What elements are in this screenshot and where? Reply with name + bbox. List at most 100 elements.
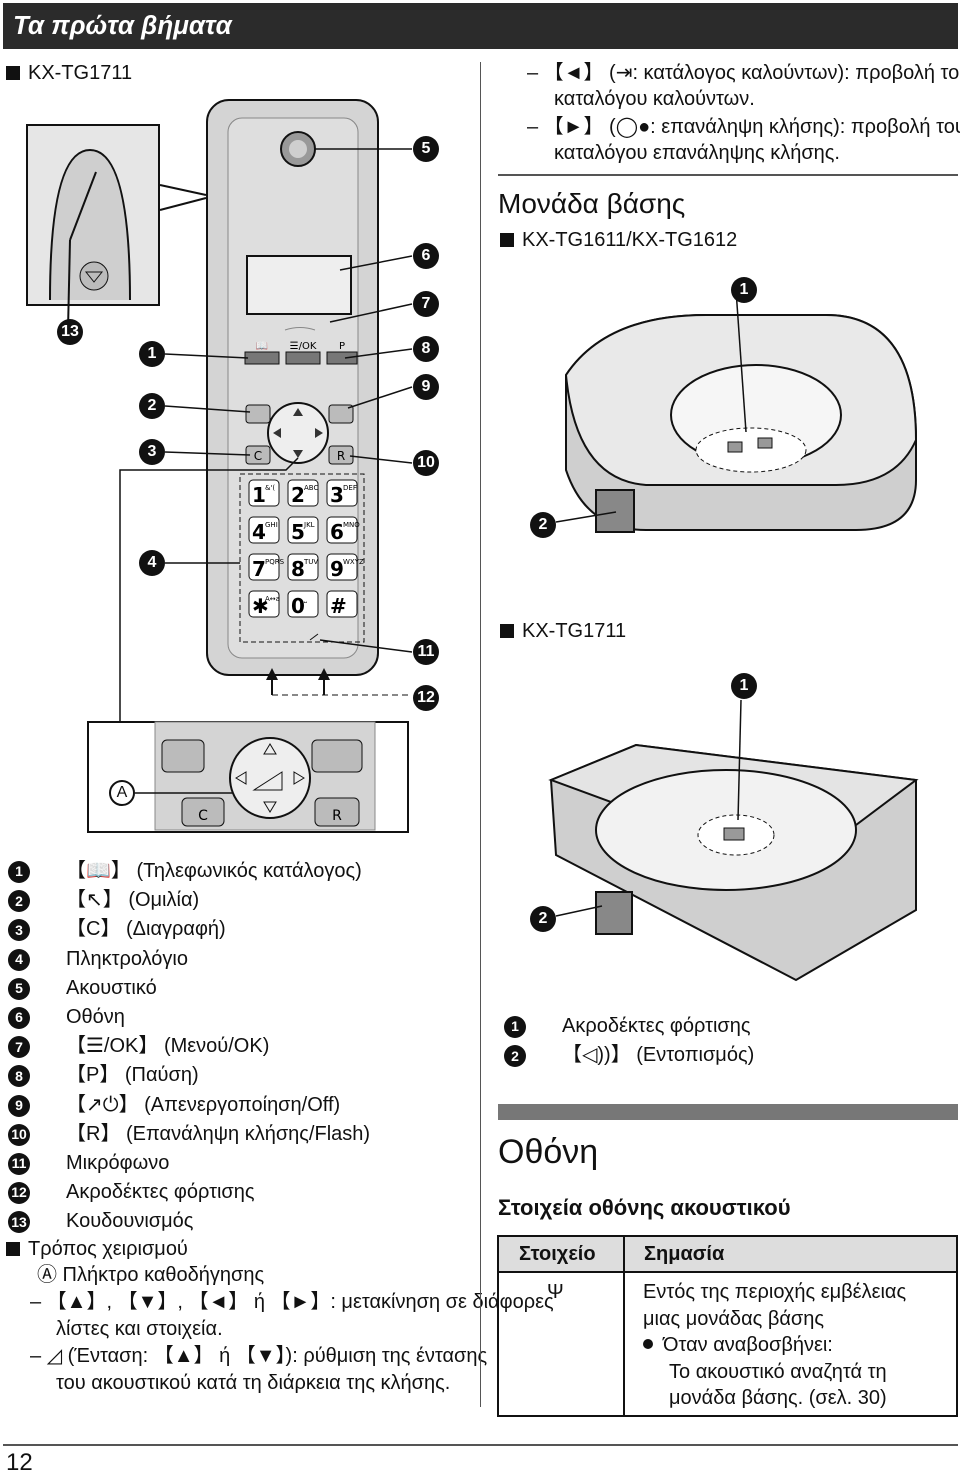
- callout-10: 10: [413, 450, 439, 476]
- col-header-item: Στοιχείο: [519, 1243, 596, 1265]
- svg-text:JKL: JKL: [303, 521, 315, 529]
- svg-text:☰/OK: ☰/OK: [290, 341, 317, 352]
- key-5: 5: [291, 520, 305, 544]
- nav-desc-1a: – 【▲】, 【▼】, 【◄】 ή 【►】: μετακίνηση σε διά…: [30, 1291, 554, 1313]
- nav-desc-1b: λίστες και στοιχεία.: [56, 1318, 223, 1340]
- callout-13: 13: [57, 319, 83, 345]
- svg-text:DEF: DEF: [343, 484, 357, 492]
- key-3: 3: [330, 483, 344, 507]
- callout-a: A: [109, 780, 135, 806]
- base-unit-1-illustration: [555, 289, 918, 533]
- nav-key-label: Ⓐ Πλήκτρο καθοδήγησης: [37, 1264, 265, 1286]
- svg-text:⎵: ⎵: [304, 595, 307, 603]
- section-rule: [498, 1104, 958, 1120]
- rule: [498, 174, 958, 176]
- nav-desc-2a: – ◿ (Ένταση: 【▲】 ή 【▼】): ρύθμιση της έντ…: [30, 1345, 488, 1367]
- handset-body: 📖 ☰/OK P C R 1 2 3: [206, 99, 412, 696]
- callout-12: 12: [413, 685, 439, 711]
- svg-text:WXYZ: WXYZ: [343, 558, 364, 566]
- legend-item: 7【☰/OK】 (Μενού/OK): [0, 1032, 478, 1061]
- nav-detail-inset: C R: [87, 721, 409, 833]
- base2-callout-1: 1: [731, 673, 757, 699]
- nav-desc-3b: καταλόγου καλούντων.: [554, 88, 755, 110]
- square-bullet-icon: [500, 624, 514, 638]
- key-6: 6: [330, 520, 344, 544]
- svg-text:📖: 📖: [256, 341, 268, 352]
- ringer-inset: [26, 124, 207, 331]
- legend-item: 10【R】 (Επανάληψη κλήσης/Flash): [0, 1120, 478, 1149]
- callout-7: 7: [413, 291, 439, 317]
- svg-text:R: R: [332, 808, 342, 824]
- square-bullet-icon: [500, 233, 514, 247]
- nav-desc-4b: καταλόγου επανάληψης κλήσης.: [554, 142, 840, 164]
- callout-3: 3: [139, 439, 165, 465]
- display-items-table: Στοιχείο Σημασία Ψ Εντός της περιοχής εμ…: [497, 1235, 958, 1417]
- square-bullet-icon: [6, 66, 20, 80]
- key-star: ✱: [252, 594, 269, 618]
- table-col-divider: [623, 1273, 625, 1415]
- key-0: 0: [291, 594, 305, 618]
- base-unit-title: Μονάδα βάσης: [498, 188, 686, 219]
- callout-6: 6: [413, 243, 439, 269]
- base1-callout-1: 1: [731, 277, 757, 303]
- legend-item: 1【📖】 (Τηλεφωνικός κατάλογος): [0, 857, 478, 886]
- svg-text:R: R: [337, 449, 345, 463]
- antenna-icon: Ψ: [547, 1281, 564, 1303]
- callout-4: 4: [139, 550, 165, 576]
- table-row-meaning: Εντός της περιοχής εμβέλειας μιας μονάδα…: [643, 1281, 907, 1409]
- callout-5: 5: [413, 136, 439, 162]
- key-7: 7: [252, 557, 266, 581]
- section-title: Τα πρώτα βήματα: [13, 10, 232, 40]
- base-model-2: KX-TG1711: [500, 620, 626, 643]
- column-divider: [480, 62, 481, 1407]
- section-header: Τα πρώτα βήματα: [3, 3, 958, 49]
- callout-2: 2: [139, 393, 165, 419]
- svg-text:GHI: GHI: [265, 521, 278, 529]
- svg-text:MNO: MNO: [343, 521, 360, 529]
- handset-legend: 1【📖】 (Τηλεφωνικός κατάλογος) 2【↖】 (Ομιλί…: [0, 857, 478, 1236]
- nav-desc-3a: – 【◄】 (⇥: κατάλογος καλούντων): προβολή …: [527, 62, 960, 84]
- nav-desc-2b: του ακουστικού κατά τη διάρκεια της κλήσ…: [56, 1372, 451, 1394]
- legend-item: 3【C】 (Διαγραφή): [0, 915, 478, 944]
- base-model-1: KX-TG1611/KX-TG1612: [500, 229, 737, 252]
- callout-11: 11: [413, 639, 439, 665]
- svg-text:C: C: [198, 808, 208, 824]
- handset-illustration: 📖 ☰/OK P C R 1 2 3: [26, 99, 413, 833]
- display-subtitle: Στοιχεία οθόνης ακουστικού: [498, 1195, 791, 1220]
- key-9: 9: [330, 557, 344, 581]
- callout-9: 9: [413, 374, 439, 400]
- svg-text:A↔a: A↔a: [265, 595, 280, 603]
- footer-rule: [3, 1444, 958, 1446]
- key-1: 1: [252, 483, 266, 507]
- key-hash: #: [330, 594, 347, 618]
- base1-callout-2: 2: [530, 512, 556, 538]
- operation-heading: Τρόπος χειρισμού: [6, 1236, 188, 1263]
- base-unit-2-illustration: [548, 699, 919, 982]
- nav-desc-4a: – 【►】 (◯●: επανάληψη κλήσης): προβολή το…: [527, 116, 960, 138]
- svg-text:P: P: [339, 341, 345, 352]
- page-number: 12: [6, 1449, 33, 1476]
- display-title: Οθόνη: [498, 1133, 599, 1171]
- handset-model-label: KX-TG1711: [6, 62, 132, 85]
- col-header-meaning: Σημασία: [644, 1243, 725, 1265]
- svg-text:C: C: [254, 449, 262, 463]
- square-bullet-icon: [6, 1242, 20, 1256]
- legend-item: 2【◁))】 (Εντοπισμός): [496, 1041, 956, 1070]
- table-header: Στοιχείο Σημασία: [499, 1237, 956, 1273]
- svg-text:&'(: &'(: [265, 484, 275, 492]
- callout-1: 1: [139, 341, 165, 367]
- svg-text:PQRS: PQRS: [265, 558, 285, 566]
- legend-item: 8【P】 (Παύση): [0, 1061, 478, 1090]
- svg-text:TUV: TUV: [303, 558, 318, 566]
- legend-item: 2【↖】 (Ομιλία): [0, 886, 478, 915]
- key-4: 4: [252, 520, 266, 544]
- base2-callout-2: 2: [530, 906, 556, 932]
